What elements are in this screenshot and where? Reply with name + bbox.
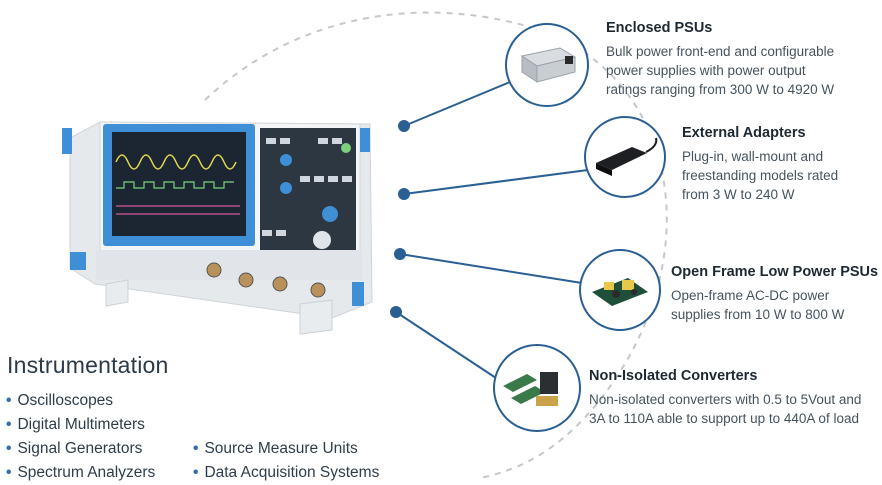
bullet-icon: • bbox=[193, 440, 199, 457]
list-item-label: Oscilloscopes bbox=[17, 392, 114, 409]
product-external-adapters: External Adapters Plug-in, wall-mount an… bbox=[682, 125, 838, 204]
list-item: • Oscilloscopes bbox=[6, 389, 155, 413]
list-item-label: Digital Multimeters bbox=[17, 416, 145, 433]
product-open-frame-psus: Open Frame Low Power PSUs Open-frame AC-… bbox=[671, 264, 878, 324]
non-isolated-converter-icon bbox=[493, 344, 581, 432]
list-item-label: Source Measure Units bbox=[204, 440, 358, 457]
oscilloscope-illustration bbox=[62, 121, 373, 335]
list-item: • Digital Multimeters bbox=[6, 413, 155, 437]
bullet-icon: • bbox=[6, 464, 12, 481]
list-item: • Data Acquisition Systems bbox=[193, 461, 379, 485]
product-non-isolated-converters: Non-Isolated Converters Non-isolated con… bbox=[589, 368, 861, 428]
product-description: Plug-in, wall-mount and freestanding mod… bbox=[682, 149, 839, 202]
product-title: External Adapters bbox=[682, 125, 806, 141]
bullet-icon: • bbox=[193, 464, 199, 481]
product-description: Non-isolated converters with 0.5 to 5Vou… bbox=[589, 392, 862, 426]
product-title: Non-Isolated Converters bbox=[589, 368, 758, 384]
bullet-icon: • bbox=[6, 416, 12, 433]
bullet-icon: • bbox=[6, 440, 12, 457]
product-description: Bulk power front-end and configurable po… bbox=[606, 44, 835, 97]
dashed-arc bbox=[204, 11, 668, 479]
open-frame-psu-icon bbox=[579, 249, 661, 331]
list-item: • Source Measure Units bbox=[193, 437, 379, 461]
list-item-label: Spectrum Analyzers bbox=[17, 464, 156, 481]
product-title: Enclosed PSUs bbox=[606, 20, 713, 36]
list-item-label: Signal Generators bbox=[17, 440, 143, 457]
connector-lines bbox=[390, 81, 589, 379]
list-item: • Signal Generators bbox=[6, 437, 155, 461]
list-item-label: Data Acquisition Systems bbox=[204, 464, 380, 481]
enclosed-psu-icon bbox=[505, 23, 589, 107]
list-item: • Spectrum Analyzers bbox=[6, 461, 155, 485]
bullet-icon: • bbox=[6, 392, 12, 409]
product-enclosed-psus: Enclosed PSUs Bulk power front-end and c… bbox=[606, 20, 834, 99]
section-title: Instrumentation bbox=[7, 352, 169, 378]
product-title: Open Frame Low Power PSUs bbox=[671, 264, 879, 280]
product-description: Open-frame AC-DC power supplies from 10 … bbox=[671, 288, 845, 322]
external-adapter-icon bbox=[584, 116, 666, 198]
instrument-list-right: • Source Measure Units • Data Acquisition … bbox=[193, 437, 379, 485]
instrument-list-left: • Oscilloscopes • Digital Multimeters • Sig… bbox=[6, 389, 155, 485]
